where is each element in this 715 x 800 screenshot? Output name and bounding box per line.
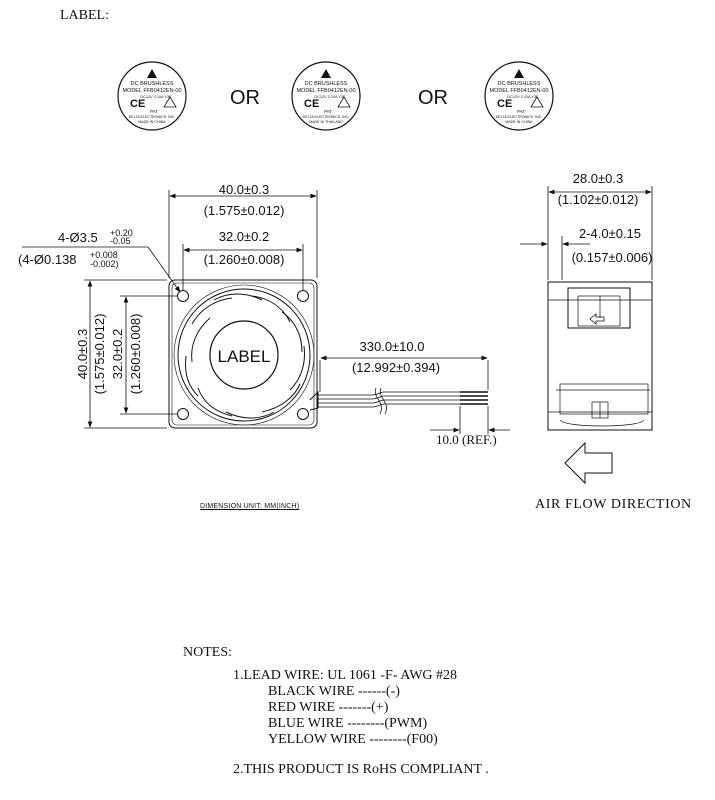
- dim-wire-length: 330.0±10.0: [360, 339, 425, 354]
- dim-hole-height-inch: (1.260±0.008): [128, 314, 143, 395]
- ce-mark: CE: [497, 98, 512, 110]
- mounting-hole: [177, 290, 189, 302]
- dim-hole-spacing-inch: (1.260±0.008): [204, 252, 285, 267]
- hole-callout-tol-bot: -0.05: [110, 236, 131, 246]
- warning-icon: [163, 96, 177, 108]
- airflow-arrow-icon: [564, 441, 613, 485]
- lead-wires: [318, 387, 488, 415]
- badge-pat: PAT: [517, 109, 525, 114]
- delta-logo-icon: [514, 69, 524, 78]
- dim-wire-strip: 10.0 (REF.): [436, 432, 497, 447]
- badge-origin: MADE IN CHINA: [138, 120, 166, 124]
- badge-model: MODEL FFB0412EN-00: [296, 88, 355, 94]
- warning-icon: [530, 96, 544, 108]
- dimension-lines: [22, 190, 510, 434]
- mounting-hole: [297, 408, 309, 420]
- badge-line1: DC BRUSHLESS: [305, 81, 348, 87]
- delta-logo-icon: [147, 69, 157, 78]
- note-lead-wire: 1.LEAD WIRE: UL 1061 -F- AWG #28: [233, 668, 458, 683]
- delta-logo-icon: [321, 69, 331, 78]
- badge-pat: PAT: [324, 109, 332, 114]
- badge-model: MODEL FFB0412EN-00: [122, 88, 181, 94]
- dim-depth-inch: (1.102±0.012): [558, 192, 639, 207]
- note-black-wire: BLACK WIRE ------(-): [268, 684, 400, 699]
- notes-title: NOTES:: [183, 645, 232, 660]
- dim-outer-height: 40.0±0.3: [75, 329, 90, 380]
- note-yellow-wire: YELLOW WIRE --------(F00): [268, 732, 438, 747]
- airflow-direction-label: AIR FLOW DIRECTION: [535, 497, 692, 512]
- ce-mark: CE: [304, 98, 319, 110]
- note-red-wire: RED WIRE -------(+): [268, 700, 389, 715]
- badge-maker: DELTA ELECTRONICS, INC.: [496, 115, 543, 119]
- hole-callout-inch-tol-top: +0.008: [90, 250, 118, 260]
- small-arrow-icon: [589, 313, 605, 325]
- note-blue-wire: BLUE WIRE --------(PWM): [268, 716, 428, 731]
- dim-wire-length-inch: (12.992±0.394): [352, 360, 440, 375]
- side-dimension-lines: [520, 186, 653, 280]
- dim-flange-inch: (0.157±0.006): [572, 250, 653, 265]
- dim-outer-height-inch: (1.575±0.012): [92, 314, 107, 395]
- dimension-unit-note: DIMENSION UNIT: MM(INCH): [200, 503, 300, 510]
- fan-side-view: [547, 281, 653, 431]
- badge-model: MODEL FFB0412EN-00: [489, 88, 548, 94]
- or-separator-2: OR: [418, 87, 448, 109]
- label-badge-3: DC BRUSHLESS MODEL FFB0412EN-00 DC12V 2.…: [484, 61, 554, 131]
- label-badge-1: DC BRUSHLESS MODEL FFB0412EN-00 DC12V 2.…: [117, 61, 187, 131]
- hole-callout-inch-tol-bot: -0.002): [90, 259, 119, 269]
- or-separator-1: OR: [230, 87, 260, 109]
- badge-rating: DC12V 2.10A Y3E: [507, 95, 539, 99]
- dim-depth: 28.0±0.3: [573, 171, 624, 186]
- dim-outer-width: 40.0±0.3: [219, 182, 270, 197]
- badge-rating: DC12V 2.10A Y3E: [314, 95, 346, 99]
- badge-pat: PAT: [150, 109, 158, 114]
- fan-front-view: [168, 279, 319, 429]
- dim-hole-spacing: 32.0±0.2: [219, 229, 270, 244]
- dim-hole-height: 32.0±0.2: [110, 329, 125, 380]
- badge-line1: DC BRUSHLESS: [498, 81, 541, 87]
- label-section-title: LABEL:: [60, 8, 109, 23]
- badge-rating: DC12V 2.10A Y3E: [140, 95, 172, 99]
- mounting-hole: [177, 408, 189, 420]
- hub-label: LABEL: [218, 347, 271, 366]
- badge-origin: MADE IN THAILAND: [309, 120, 343, 124]
- badge-line1: DC BRUSHLESS: [131, 81, 174, 87]
- hole-callout-tol-top: +0.20: [110, 228, 133, 238]
- warning-icon: [337, 96, 351, 108]
- ce-mark: CE: [130, 98, 145, 110]
- dim-outer-width-inch: (1.575±0.012): [204, 203, 285, 218]
- label-badge-2: DC BRUSHLESS MODEL FFB0412EN-00 DC12V 2.…: [291, 61, 361, 131]
- mounting-hole: [297, 290, 309, 302]
- hole-callout: 4-Ø3.5: [58, 230, 98, 245]
- badge-maker: DELTA ELECTRONICS, INC.: [303, 115, 350, 119]
- note-rohs: 2.THIS PRODUCT IS RoHS COMPLIANT .: [233, 762, 489, 777]
- dim-flange: 2-4.0±0.15: [579, 226, 641, 241]
- badge-origin: MADE IN CHINA: [505, 120, 533, 124]
- badge-maker: DELTA ELECTRONICS, INC.: [129, 115, 176, 119]
- hole-callout-inch: (4-Ø0.138: [18, 252, 77, 267]
